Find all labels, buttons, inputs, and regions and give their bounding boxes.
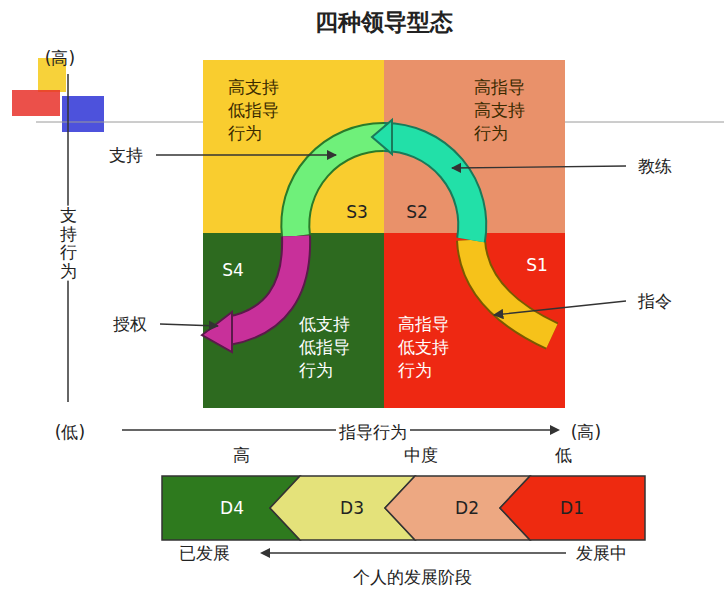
quadrant: 高指导 低支持 行为 S1 [384, 233, 565, 408]
style-code: D3 [340, 497, 364, 519]
quadrant: 高支持 低指导 行为 S3 [203, 60, 384, 233]
curve-supporting [295, 137, 384, 236]
axis-title: 支持行为 [57, 206, 80, 281]
style-code: D4 [220, 497, 244, 519]
scale-label: 中度 [404, 444, 438, 466]
leader-line [494, 301, 626, 315]
style-code: D2 [455, 497, 479, 519]
curve-outline [471, 240, 552, 336]
axis-arrowhead [550, 425, 560, 435]
leader-line [452, 166, 626, 168]
scale-label: 高 [233, 444, 250, 466]
scale-label: 低 [555, 444, 572, 466]
axis-end: (高) [45, 47, 75, 69]
leader-line [160, 324, 218, 326]
style-code: S1 [526, 254, 548, 276]
callout-label: 支持 [109, 144, 143, 166]
quadrant-text: 高指导 低支持 行为 [398, 313, 449, 382]
curve-outline [228, 236, 296, 331]
quadrant-text: 低支持 低指导 行为 [299, 313, 350, 382]
curve-outline [384, 137, 472, 240]
axis-arrowhead [260, 548, 270, 558]
curve-arrowhead [202, 312, 232, 352]
quadrant-text: 高支持 低指导 行为 [228, 76, 279, 145]
style-code: D1 [560, 497, 584, 519]
curve-outline [295, 137, 384, 236]
deco-square [12, 90, 60, 116]
style-code: S3 [346, 201, 368, 223]
callout-label: 教练 [638, 155, 672, 177]
style-code: S4 [222, 259, 244, 281]
quadrant-text: 高指导 高支持 行为 [474, 76, 525, 145]
style-code: S2 [406, 201, 428, 223]
axis-end: (高) [571, 421, 601, 443]
quadrant: 低支持 低指导 行为 S4 [203, 233, 384, 408]
axis-title: 指导行为 [336, 421, 410, 443]
curve-delegating [228, 236, 296, 331]
stage-chevron: D1 [500, 476, 645, 540]
diagram-title: 四种领导型态 [315, 7, 453, 37]
stage-axis [268, 552, 566, 554]
axis-title: 个人的发展阶段 [353, 566, 472, 588]
callout-label: 授权 [113, 313, 147, 335]
stage-end: 发展中 [576, 542, 627, 564]
axis-end: (低) [55, 421, 85, 443]
curve-arrowhead [372, 120, 392, 154]
stage-end: 已发展 [179, 542, 230, 564]
chevron-outline [500, 476, 645, 540]
leader-line [156, 154, 336, 155]
curve-coaching [384, 137, 472, 240]
quadrant: 高指导 高支持 行为 S2 [384, 60, 565, 233]
callout-label: 指令 [638, 290, 672, 312]
curve-directing [471, 240, 552, 336]
